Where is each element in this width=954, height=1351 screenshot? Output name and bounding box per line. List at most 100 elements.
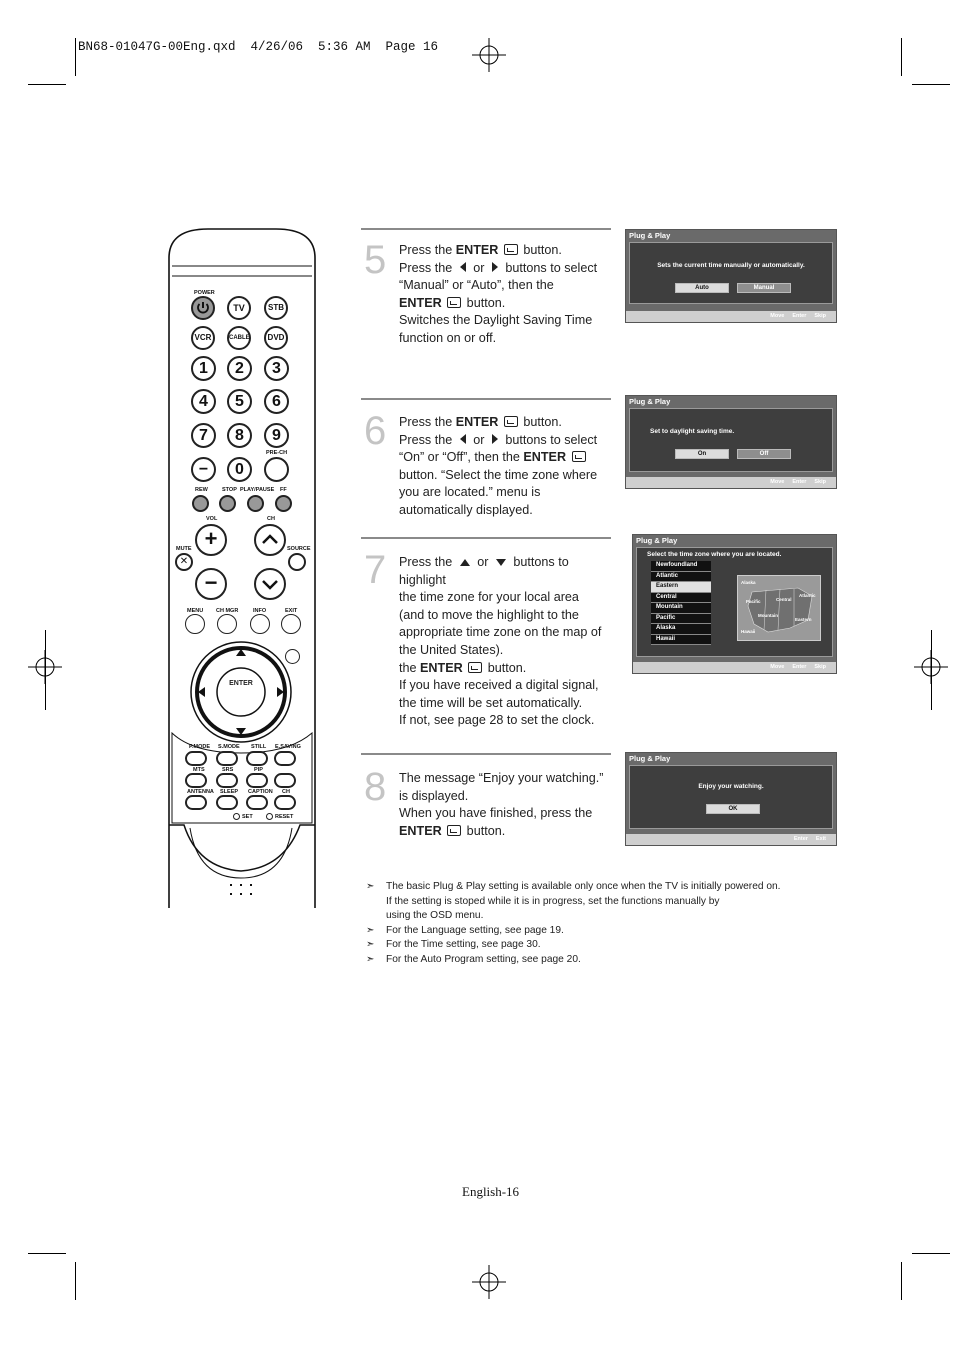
time-zone-option-selected[interactable]: Eastern (651, 582, 711, 593)
antenna-button[interactable] (185, 795, 207, 810)
exit-label: EXIT (285, 608, 298, 614)
source-label: SOURCE (287, 546, 311, 552)
time-zone-option[interactable]: Alaska (651, 624, 711, 635)
step-number: 8 (364, 765, 387, 809)
set-button[interactable] (233, 813, 240, 820)
channel-up-button[interactable] (254, 524, 286, 556)
remote-control-illustration: POWER TV STB VCR CABLE DVD 1 2 3 4 5 6 7… (168, 228, 316, 918)
srs-label: SRS (222, 767, 234, 773)
digit-4-button[interactable]: 4 (191, 389, 216, 414)
osd-screen-auto-manual: Plug & Play Sets the current time manual… (625, 229, 837, 323)
step-number: 6 (364, 409, 387, 453)
digit-9-button[interactable]: 9 (264, 423, 289, 448)
dvd-button[interactable]: DVD (264, 326, 288, 350)
time-zone-option[interactable]: Atlantic (651, 571, 711, 582)
power-label: POWER (194, 290, 215, 296)
on-option[interactable]: On (675, 449, 729, 459)
digit-3-button[interactable]: 3 (264, 356, 289, 381)
digit-6-button[interactable]: 6 (264, 389, 289, 414)
digit-1-button[interactable]: 1 (191, 356, 216, 381)
vol-label: VOL (206, 516, 218, 522)
auto-option[interactable]: Auto (675, 283, 729, 293)
note-item: ➣ For the Time setting, see page 30. (366, 938, 781, 953)
mts-button[interactable] (185, 773, 207, 788)
rew-button[interactable] (192, 495, 209, 512)
time-zone-list: Newfoundland Atlantic Eastern Central Mo… (651, 561, 711, 645)
note-arrow-icon: ➣ (366, 953, 375, 965)
crop-mark (28, 1253, 66, 1254)
digit-2-button[interactable]: 2 (227, 356, 252, 381)
note-item: ➣ For the Auto Program setting, see page… (366, 953, 781, 968)
menu-button[interactable] (185, 614, 205, 634)
step-number: 7 (364, 548, 387, 592)
left-arrow-icon (459, 433, 466, 444)
right-arrow-icon (491, 261, 498, 272)
step-divider (361, 537, 611, 539)
smode-button[interactable] (216, 751, 238, 766)
note-arrow-icon: ➣ (366, 939, 375, 950)
ff-button[interactable] (275, 495, 292, 512)
exit-button[interactable] (281, 614, 301, 634)
chmgr-button[interactable] (217, 614, 237, 634)
stop-button[interactable] (219, 495, 236, 512)
crop-mark (931, 630, 932, 710)
playpause-label: PLAY/PAUSE (240, 487, 275, 493)
srs-button[interactable] (216, 773, 238, 788)
rew-label: REW (195, 487, 208, 493)
caption-button[interactable] (246, 795, 268, 810)
volume-up-button[interactable]: + (195, 524, 227, 556)
playpause-button[interactable] (247, 495, 264, 512)
crop-mark (912, 84, 950, 85)
minus-button[interactable]: − (191, 457, 216, 482)
still-button[interactable] (246, 751, 268, 766)
source-button[interactable] (288, 553, 306, 571)
info-button[interactable] (250, 614, 270, 634)
pip-channel-down-button[interactable] (274, 795, 296, 810)
time-zone-option[interactable]: Newfoundland (651, 561, 711, 572)
enter-icon (503, 244, 518, 255)
chevron-down-icon (262, 580, 278, 590)
light-button[interactable] (285, 649, 300, 664)
pip-button[interactable] (246, 773, 268, 788)
esaving-button[interactable] (274, 751, 296, 766)
manual-option[interactable]: Manual (737, 283, 791, 293)
pmode-button[interactable] (185, 751, 207, 766)
channel-down-button[interactable] (254, 568, 286, 600)
note-item: ➣ The basic Plug & Play setting is avail… (366, 880, 781, 924)
prech-button[interactable] (264, 457, 289, 482)
volume-down-button[interactable]: − (195, 568, 227, 600)
enter-icon (503, 416, 518, 427)
digit-7-button[interactable]: 7 (191, 423, 216, 448)
time-zone-option[interactable]: Pacific (651, 613, 711, 624)
power-button[interactable] (191, 296, 215, 320)
step-divider (361, 753, 611, 755)
set-label: SET (242, 814, 253, 820)
power-icon (197, 302, 209, 314)
cable-button[interactable]: CABLE (227, 326, 251, 350)
digit-8-button[interactable]: 8 (227, 423, 252, 448)
mute-label: MUTE (176, 546, 192, 552)
mute-button[interactable]: ✕ (175, 553, 193, 571)
step-8-text: The message “Enjoy your watching.” is di… (399, 771, 604, 838)
vcr-button[interactable]: VCR (191, 326, 215, 350)
notes-list: ➣ The basic Plug & Play setting is avail… (366, 880, 781, 967)
stb-button[interactable]: STB (264, 296, 288, 320)
pip-channel-up-button[interactable] (274, 773, 296, 788)
ok-button[interactable]: OK (706, 804, 760, 814)
digit-5-button[interactable]: 5 (227, 389, 252, 414)
time-zone-option[interactable]: Central (651, 592, 711, 603)
sleep-button[interactable] (216, 795, 238, 810)
off-option[interactable]: Off (737, 449, 791, 459)
time-zone-option[interactable]: Hawaii (651, 634, 711, 645)
tv-button[interactable]: TV (227, 296, 251, 320)
chmgr-label: CH MGR (216, 608, 239, 614)
osd-message: Set to daylight saving time. (650, 428, 735, 435)
time-zone-option[interactable]: Mountain (651, 603, 711, 614)
reset-label: RESET (275, 814, 294, 820)
osd-screen-daylight-saving: Plug & Play Set to daylight saving time.… (625, 395, 837, 489)
digit-0-button[interactable]: 0 (227, 457, 252, 482)
note-arrow-icon: ➣ (366, 881, 375, 892)
reset-button[interactable] (266, 813, 273, 820)
